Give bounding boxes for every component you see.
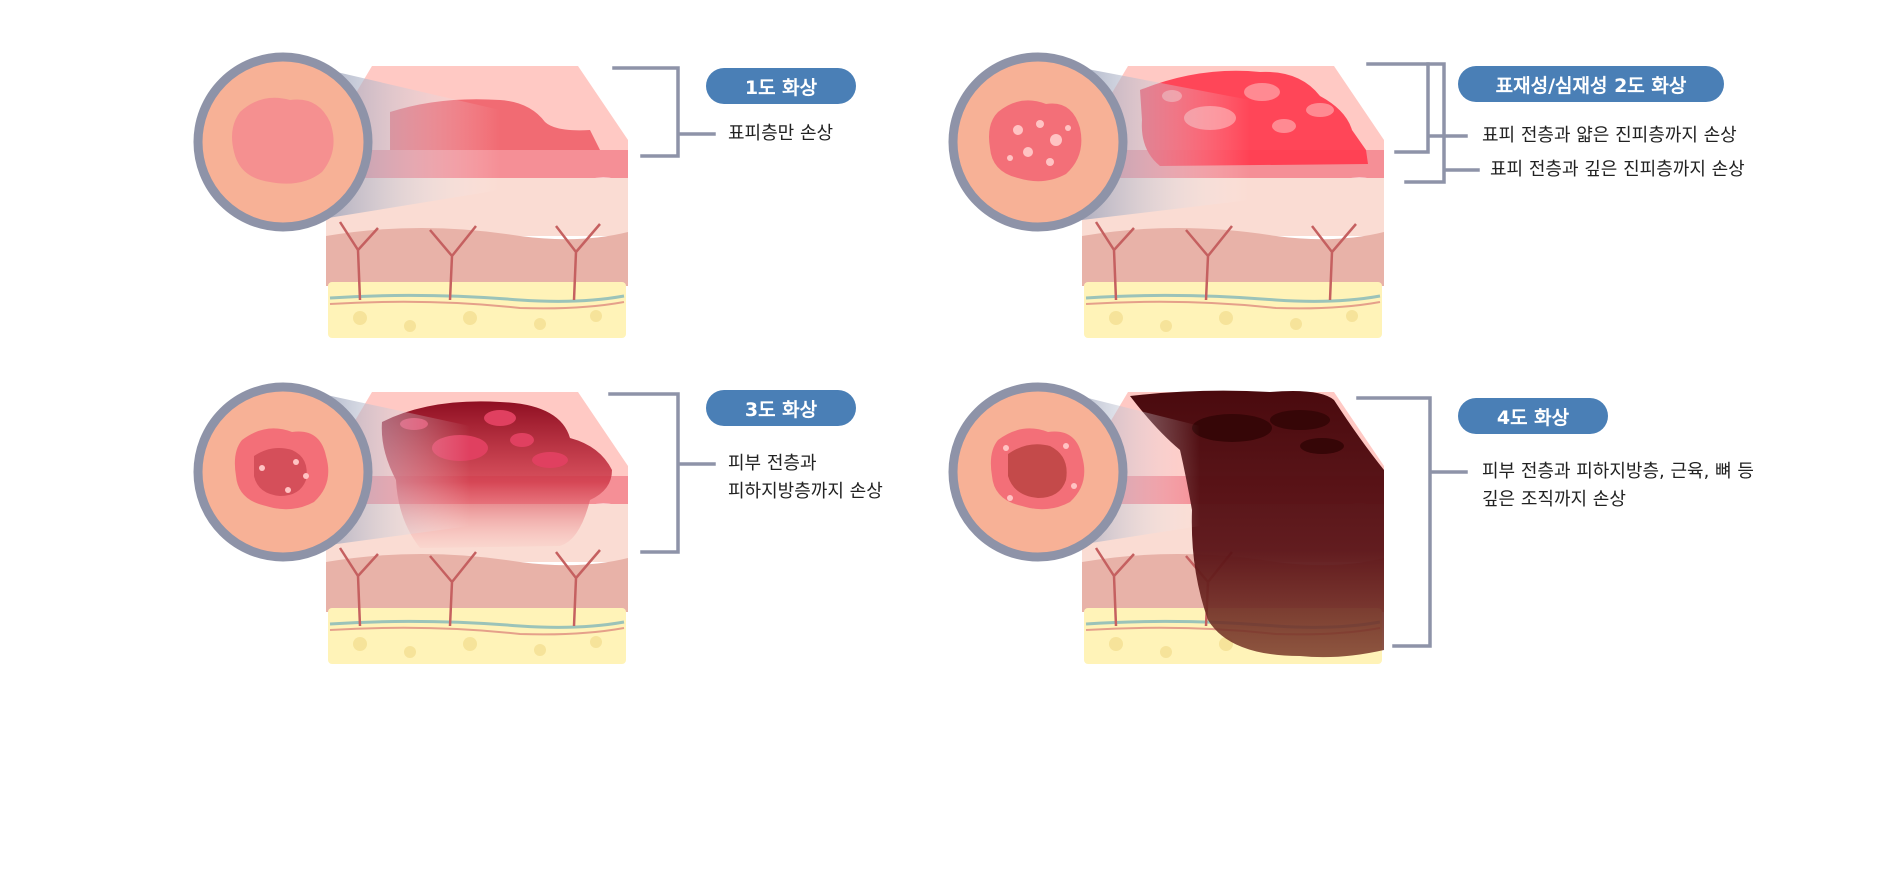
desc-3rd-degree-line-1: 피부 전층과 bbox=[728, 453, 817, 474]
bracket-3 bbox=[608, 392, 716, 554]
desc-2nd-degree-superficial: 표피 전층과 얇은 진피층까지 손상 bbox=[1482, 125, 1737, 146]
desc-4th-degree-line-1: 피부 전층과 피하지방층, 근육, 뼈 등 bbox=[1482, 461, 1754, 482]
panel-2-illustration bbox=[948, 52, 1384, 338]
desc-3rd-degree-line-2: 피하지방층까지 손상 bbox=[728, 481, 883, 502]
badge-3rd-degree: 3도 화상 bbox=[706, 390, 856, 426]
desc-1st-degree: 표피층만 손상 bbox=[728, 120, 833, 148]
bracket-4 bbox=[1356, 396, 1468, 648]
desc-4th-degree: 피부 전층과 피하지방층, 근육, 뼈 등 깊은 조직까지 손상 bbox=[1482, 458, 1754, 514]
desc-1st-degree-line-1: 표피층만 손상 bbox=[728, 123, 834, 144]
badge-1st-degree: 1도 화상 bbox=[706, 68, 856, 104]
desc-3rd-degree: 피부 전층과 피하지방층까지 손상 bbox=[728, 450, 883, 506]
bracket-2a bbox=[1366, 62, 1468, 154]
badge-2nd-degree: 표재성/심재성 2도 화상 bbox=[1458, 66, 1724, 102]
bracket-2b bbox=[1404, 62, 1480, 184]
desc-2nd-degree-deep: 표피 전층과 깊은 진피층까지 손상 bbox=[1490, 159, 1745, 180]
badge-4th-degree: 4도 화상 bbox=[1458, 398, 1608, 434]
panel-4-illustration bbox=[948, 382, 1384, 664]
panel-3-illustration bbox=[193, 382, 628, 664]
desc-4th-degree-line-2: 깊은 조직까지 손상 bbox=[1482, 489, 1626, 510]
bracket-1 bbox=[612, 66, 716, 158]
panel-1-illustration bbox=[193, 52, 628, 338]
